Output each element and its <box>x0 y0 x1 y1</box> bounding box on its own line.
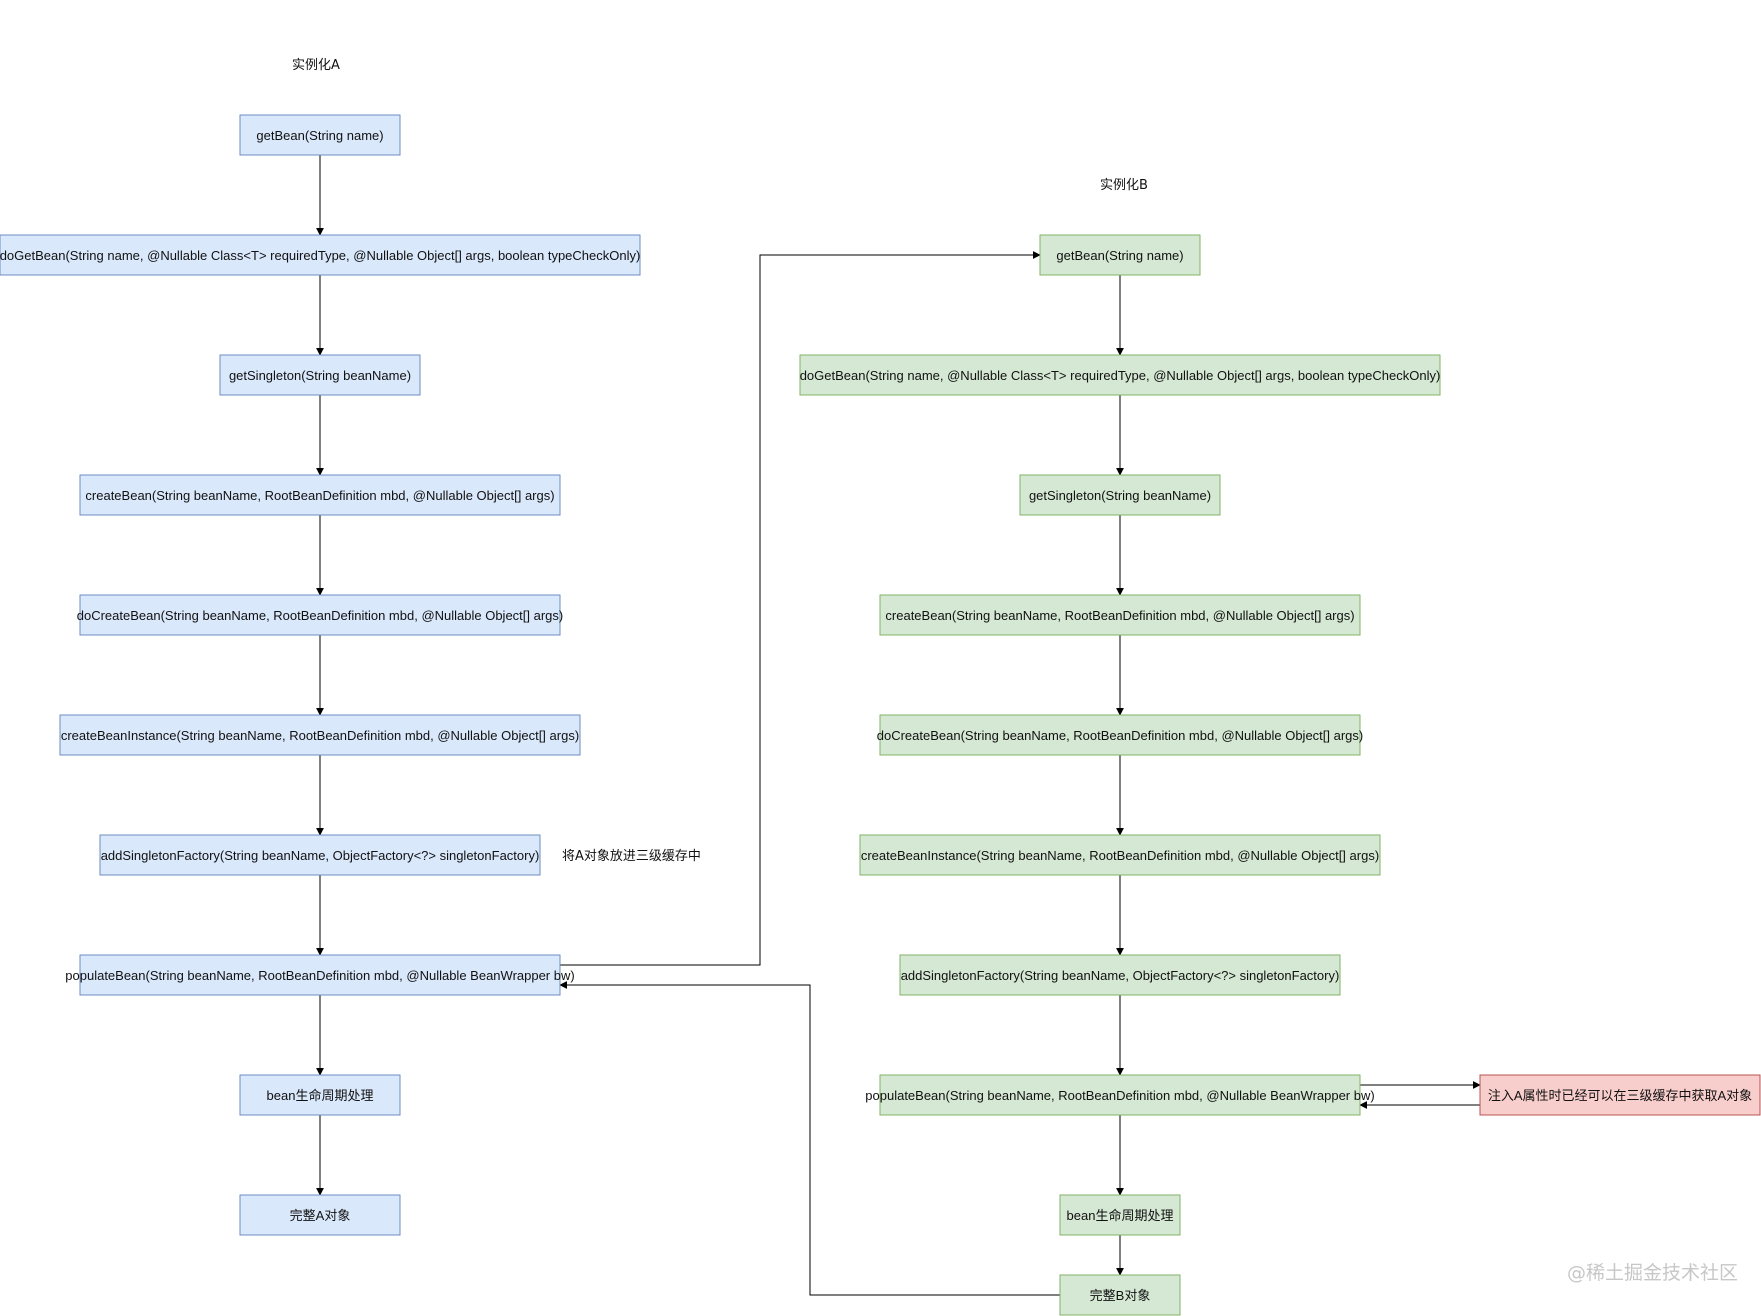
nodes: getBean(String name) doGetBean(String nam… <box>0 114 1761 1316</box>
a-node-docreatebean: doCreateBean(String beanName, RootBeanDe… <box>77 594 564 636</box>
note-put-a-in-cache: 将A对象放进三级缓存中 <box>562 849 701 864</box>
a-node-dogetbean: doGetBean(String name, @Nullable Class<T… <box>0 234 641 276</box>
a-node-getbean: getBean(String name) <box>239 114 401 156</box>
a-node-populatebean-box <box>79 954 561 996</box>
a-node-addsingletonfactory: addSingletonFactory(String beanName, Obj… <box>99 834 541 876</box>
b-node-complete: 完整B对象 <box>1059 1274 1181 1316</box>
a-node-createbean-label: createBean(String beanName, RootBeanDefi… <box>85 488 554 503</box>
a-node-addsingletonfactory-label: addSingletonFactory(String beanName, Obj… <box>101 848 540 863</box>
a-node-getsingleton-label: getSingleton(String beanName) <box>229 368 411 383</box>
b-node-getbean: getBean(String name) <box>1039 234 1201 276</box>
b-node-dogetbean-box <box>799 354 1441 396</box>
b-node-createbean-box <box>879 594 1361 636</box>
b-node-createbean: createBean(String beanName, RootBeanDefi… <box>879 594 1361 636</box>
a-node-createbeaninstance: createBeanInstance(String beanName, Root… <box>59 714 581 756</box>
b-node-populatebean-label: populateBean(String beanName, RootBeanDe… <box>865 1088 1374 1103</box>
b-node-createbeaninstance-label: createBeanInstance(String beanName, Root… <box>861 848 1379 863</box>
a-node-createbeaninstance-label: createBeanInstance(String beanName, Root… <box>61 728 579 743</box>
title-instantiate-b: 实例化B <box>1100 178 1148 193</box>
a-node-complete: 完整A对象 <box>239 1194 401 1236</box>
b-node-getbean-box <box>1039 234 1201 276</box>
b-node-docreatebean-label: doCreateBean(String beanName, RootBeanDe… <box>877 728 1364 743</box>
a-node-docreatebean-box <box>79 594 561 636</box>
title-instantiate-a: 实例化A <box>292 58 340 73</box>
b-node-complete-box <box>1059 1274 1181 1316</box>
side-note-node: 注入A属性时已经可以在三级缓存中获取A对象 <box>1479 1074 1761 1116</box>
a-node-createbean: createBean(String beanName, RootBeanDefi… <box>79 474 561 516</box>
a-node-lifecycle: bean生命周期处理 <box>239 1074 401 1116</box>
a-node-lifecycle-box <box>239 1074 401 1116</box>
b-node-getbean-label: getBean(String name) <box>1056 248 1183 263</box>
a-node-dogetbean-label: doGetBean(String name, @Nullable Class<T… <box>0 248 640 263</box>
b-node-lifecycle: bean生命周期处理 <box>1059 1194 1181 1236</box>
b-node-dogetbean: doGetBean(String name, @Nullable Class<T… <box>799 354 1441 396</box>
b-node-lifecycle-box <box>1059 1194 1181 1236</box>
b-node-addsingletonfactory-box <box>899 954 1341 996</box>
a-node-getsingleton: getSingleton(String beanName) <box>219 354 421 396</box>
edges <box>316 155 1481 1296</box>
b-node-createbeaninstance-box <box>859 834 1381 876</box>
b-node-createbean-label: createBean(String beanName, RootBeanDefi… <box>885 608 1354 623</box>
b-node-docreatebean-box <box>879 714 1361 756</box>
b-node-getsingleton: getSingleton(String beanName) <box>1019 474 1221 516</box>
a-node-getbean-label: getBean(String name) <box>256 128 383 143</box>
b-node-lifecycle-label: bean生命周期处理 <box>1067 1208 1174 1223</box>
b-node-createbeaninstance: createBeanInstance(String beanName, Root… <box>859 834 1381 876</box>
side-note-node-label: 注入A属性时已经可以在三级缓存中获取A对象 <box>1488 1088 1752 1103</box>
a-node-getsingleton-box <box>219 354 421 396</box>
a-node-createbeaninstance-box <box>59 714 581 756</box>
a-node-createbean-box <box>79 474 561 516</box>
watermark: @稀土掘金技术社区 <box>1567 1262 1738 1284</box>
b-node-complete-label: 完整B对象 <box>1090 1288 1151 1303</box>
a-node-lifecycle-label: bean生命周期处理 <box>267 1088 374 1103</box>
a-node-populatebean: populateBean(String beanName, RootBeanDe… <box>65 954 575 996</box>
a-node-getbean-box <box>239 114 401 156</box>
b-node-getsingleton-label: getSingleton(String beanName) <box>1029 488 1211 503</box>
b-node-populatebean: populateBean(String beanName, RootBeanDe… <box>865 1074 1375 1116</box>
b-node-docreatebean: doCreateBean(String beanName, RootBeanDe… <box>877 714 1364 756</box>
edge-b-complete-to-a-populate <box>559 981 1060 1296</box>
b-node-populatebean-box <box>879 1074 1361 1116</box>
a-node-dogetbean-box <box>0 234 641 276</box>
a-node-populatebean-label: populateBean(String beanName, RootBeanDe… <box>65 968 574 983</box>
a-node-addsingletonfactory-box <box>99 834 541 876</box>
side-note-node-box <box>1479 1074 1761 1116</box>
b-node-addsingletonfactory-label: addSingletonFactory(String beanName, Obj… <box>901 968 1340 983</box>
b-node-dogetbean-label: doGetBean(String name, @Nullable Class<T… <box>800 368 1441 383</box>
b-node-getsingleton-box <box>1019 474 1221 516</box>
edge-a-populate-to-b-getbean <box>560 251 1041 966</box>
a-node-docreatebean-label: doCreateBean(String beanName, RootBeanDe… <box>77 608 564 623</box>
a-node-complete-box <box>239 1194 401 1236</box>
a-node-complete-label: 完整A对象 <box>290 1208 351 1223</box>
b-node-addsingletonfactory: addSingletonFactory(String beanName, Obj… <box>899 954 1341 996</box>
